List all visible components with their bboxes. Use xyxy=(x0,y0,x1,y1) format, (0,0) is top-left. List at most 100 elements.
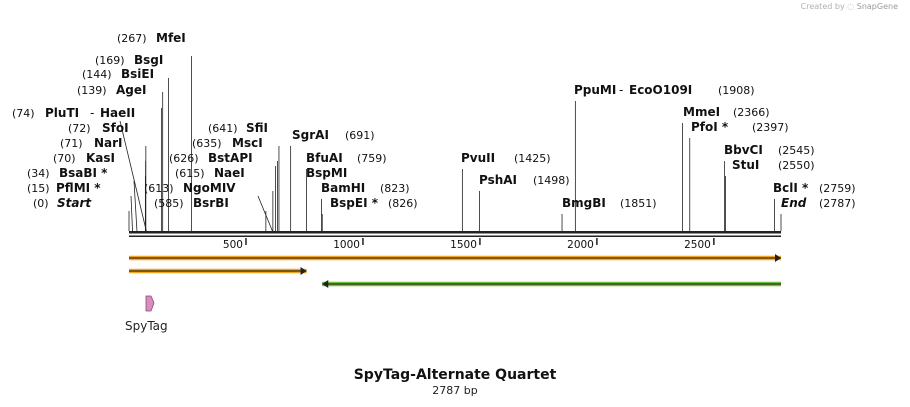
site-name[interactable]: BsrBI xyxy=(193,196,229,210)
site-name[interactable]: BsiEI xyxy=(121,67,154,81)
site-bsrbi[interactable]: (585) BsrBI xyxy=(154,196,229,210)
site-name[interactable]: BspEI * xyxy=(330,196,379,210)
site-position: (1425) xyxy=(514,152,551,165)
site-name-alt[interactable]: HaeII xyxy=(100,106,135,120)
site-name[interactable]: End xyxy=(781,196,807,210)
site-nari[interactable]: (71)NarI xyxy=(60,136,123,150)
site-name[interactable]: BstAPI xyxy=(208,151,253,165)
restriction-sites: (0)Start(15)PflMI *(34)BsaBI *(70)KasI(7… xyxy=(12,31,856,210)
site-name[interactable]: PvuII xyxy=(461,151,495,165)
site-name[interactable]: PfoI * xyxy=(691,120,729,134)
feature-arrowhead xyxy=(300,267,307,275)
site-sfii[interactable]: (641) SfiI xyxy=(208,121,268,135)
site-bbvci[interactable]: (2545)BbvCI xyxy=(724,143,815,157)
site-end[interactable]: (2787)End xyxy=(781,196,856,210)
snapgene-credit: Created by ◌ SnapGene xyxy=(801,2,898,11)
site-name[interactable]: SfoI xyxy=(102,121,129,135)
site-bstapi[interactable]: (626) BstAPI xyxy=(169,151,253,165)
site-name[interactable]: PpuMI xyxy=(574,83,616,97)
site-agei[interactable]: (139) AgeI xyxy=(77,83,146,97)
site-name[interactable]: MmeI xyxy=(683,105,720,119)
site-position: (641) xyxy=(208,122,238,135)
site-separator: - xyxy=(619,83,623,97)
site-bsabi[interactable]: (34)BsaBI * xyxy=(27,166,108,180)
site-mfei[interactable]: (267) MfeI xyxy=(117,31,186,45)
site-ngomiv[interactable]: (613)NgoMIV xyxy=(144,181,236,195)
site-name[interactable]: SgrAI xyxy=(292,128,329,142)
site-name[interactable]: BsaBI * xyxy=(59,166,108,180)
site-name[interactable]: PluTI xyxy=(45,106,79,120)
credit-prefix: Created by xyxy=(800,2,845,11)
site-sfoi[interactable]: (72)SfoI xyxy=(68,121,129,135)
site-msci[interactable]: (635)MscI xyxy=(192,136,263,150)
site-bspei[interactable]: (826)BspEI * xyxy=(330,196,418,210)
credit-brand: SnapGene xyxy=(856,2,898,11)
site-name-alt[interactable]: EcoO109I xyxy=(629,83,692,97)
spytag-feature[interactable]: SpyTag xyxy=(125,295,168,333)
site-position: (267) xyxy=(117,32,147,45)
site-position: (2397) xyxy=(752,121,789,134)
tick-label: 2000 xyxy=(567,239,594,251)
spytag-label: SpyTag xyxy=(125,319,168,333)
site-bsgi[interactable]: (169)BsgI xyxy=(95,53,163,67)
site-pflmi[interactable]: (15) PflMI * xyxy=(27,181,101,195)
site-ppumi[interactable]: (1908)PpuMI-EcoO109I xyxy=(574,83,755,97)
site-name[interactable]: PshAI xyxy=(479,173,517,187)
site-position: (0) xyxy=(33,197,49,210)
site-name[interactable]: PflMI * xyxy=(56,181,101,195)
tick-label: 1500 xyxy=(450,239,477,251)
site-name[interactable]: BmgBI xyxy=(562,196,606,210)
site-name[interactable]: BbvCI xyxy=(724,143,763,157)
feature-arrowhead xyxy=(322,280,329,288)
site-bamhi[interactable]: (823)BamHI xyxy=(321,181,410,195)
site-naei[interactable]: (615) NaeI xyxy=(175,166,245,180)
site-name[interactable]: BclI * xyxy=(773,181,809,195)
site-position: (626) xyxy=(169,152,199,165)
site-name[interactable]: AgeI xyxy=(116,83,146,97)
site-position: (2366) xyxy=(733,106,770,119)
feature-arrowhead xyxy=(775,254,781,262)
site-name[interactable]: StuI xyxy=(732,158,759,172)
site-name[interactable]: MscI xyxy=(232,136,263,150)
site-pshai[interactable]: (1498) PshAI xyxy=(479,173,570,187)
site-name[interactable]: MfeI xyxy=(156,31,186,45)
site-name[interactable]: NgoMIV xyxy=(183,181,236,195)
site-line xyxy=(257,195,273,232)
site-position: (1498) xyxy=(533,174,570,187)
site-name[interactable]: NaeI xyxy=(214,166,245,180)
site-name[interactable]: BfuAI xyxy=(306,151,343,165)
site-line xyxy=(119,120,147,232)
site-line xyxy=(130,195,133,232)
site-kasi[interactable]: (70) KasI xyxy=(53,151,115,165)
tick-label: 500 xyxy=(223,239,243,251)
site-sgrai[interactable]: (691)SgrAI xyxy=(292,128,375,142)
site-position: (585) xyxy=(154,197,184,210)
site-mmei[interactable]: (2366) MmeI xyxy=(683,105,770,119)
site-position: (70) xyxy=(53,152,76,165)
site-bcli[interactable]: (2759)BclI * xyxy=(773,181,856,195)
site-name[interactable]: BsgI xyxy=(134,53,163,67)
site-pluti[interactable]: (74)PluTI-HaeII xyxy=(12,106,135,120)
site-name[interactable]: KasI xyxy=(86,151,115,165)
feature-segment-2[interactable] xyxy=(322,280,781,288)
site-name[interactable]: Start xyxy=(57,196,92,210)
site-stui[interactable]: (2550)StuI xyxy=(732,158,815,172)
spytag-arrow[interactable] xyxy=(145,295,155,312)
site-bsiei[interactable]: (144)BsiEI xyxy=(82,67,154,81)
site-name-alt[interactable]: BspMI xyxy=(306,166,347,180)
site-bmgbi[interactable]: (1851)BmgBI xyxy=(562,196,657,210)
feature-segment-1[interactable] xyxy=(129,267,307,275)
map-title: SpyTag-Alternate Quartet xyxy=(353,367,557,383)
site-name[interactable]: SfiI xyxy=(246,121,268,135)
site-name[interactable]: NarI xyxy=(94,136,123,150)
site-position: (139) xyxy=(77,84,107,97)
site-start[interactable]: (0) Start xyxy=(33,196,92,210)
site-position: (15) xyxy=(27,182,50,195)
site-position: (615) xyxy=(175,167,205,180)
feature-full-length[interactable] xyxy=(129,254,781,262)
site-pvuii[interactable]: (1425) PvuII xyxy=(461,151,551,165)
site-name[interactable]: BamHI xyxy=(321,181,365,195)
site-pfoi[interactable]: (2397) PfoI * xyxy=(691,120,789,134)
